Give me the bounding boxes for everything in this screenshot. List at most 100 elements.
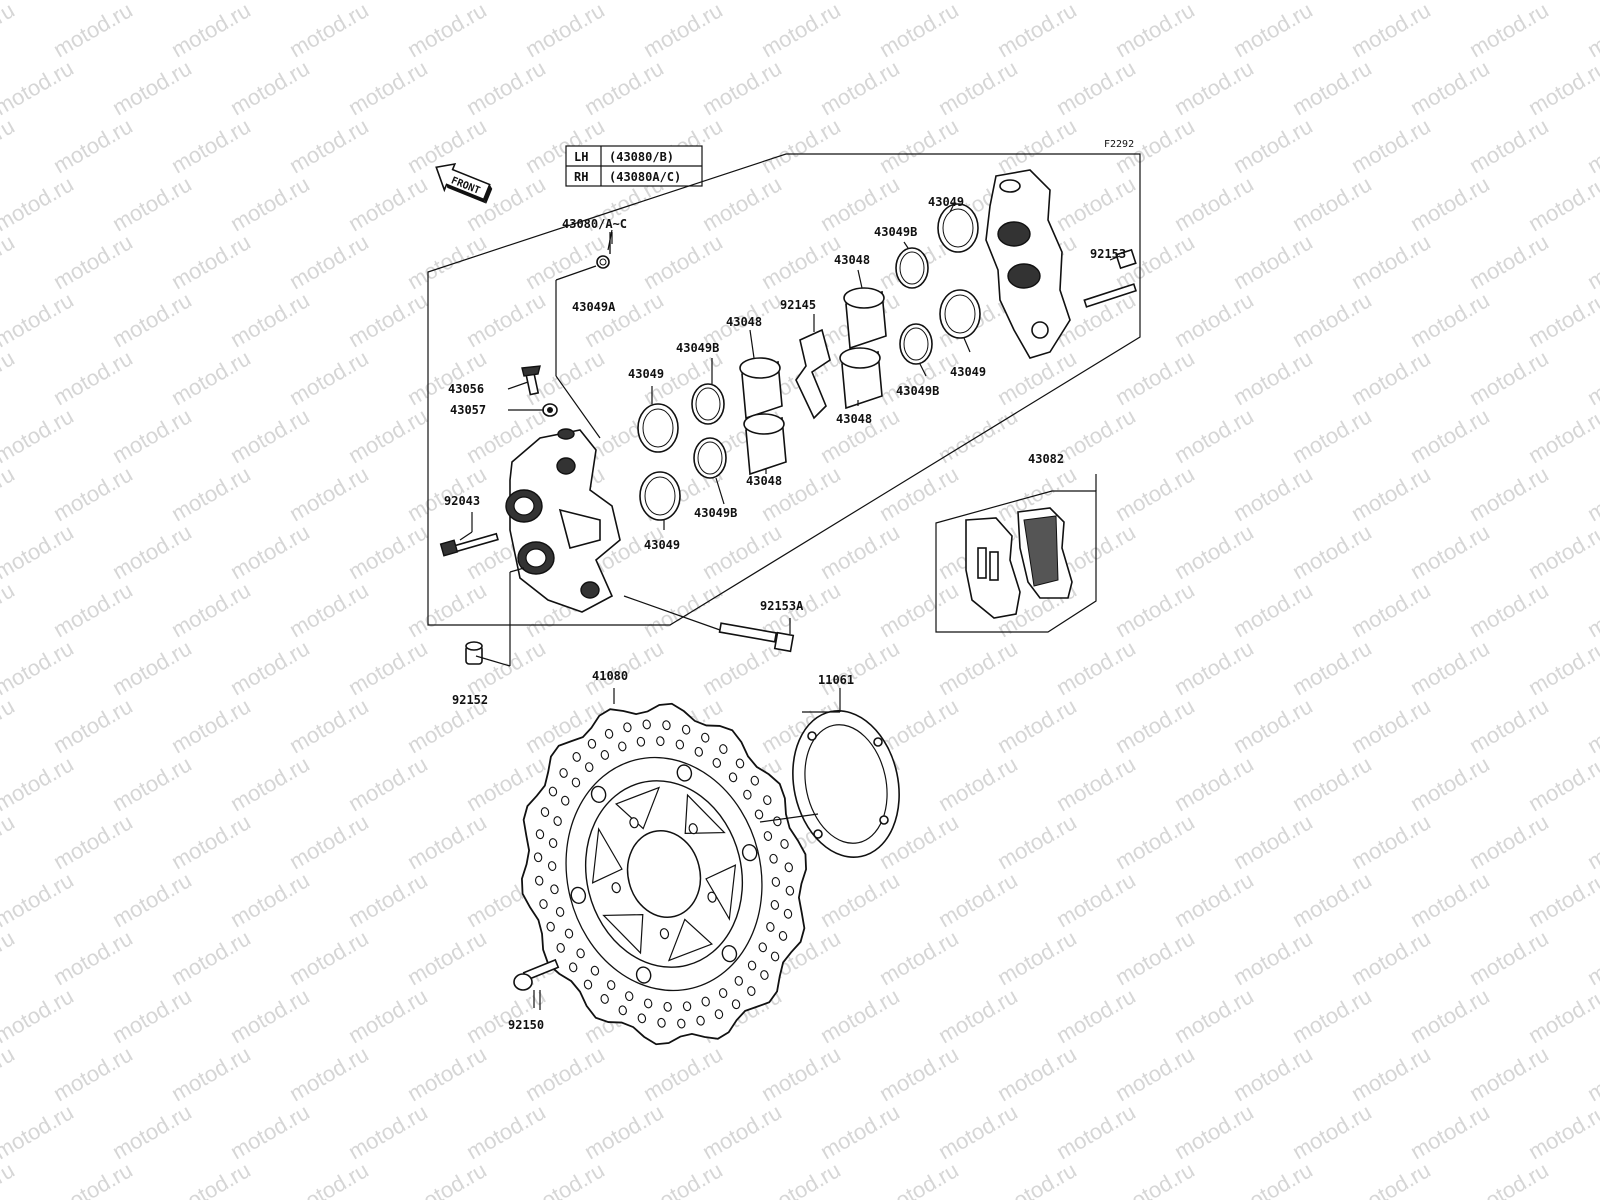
watermark-text: motod.ru (816, 55, 904, 120)
disc-vent-hole (564, 928, 574, 939)
watermark-text: motod.ru (934, 751, 1022, 816)
watermark-text: motod.ru (1406, 751, 1494, 816)
disc-vent-hole (539, 899, 548, 909)
watermark-text: motod.ru (403, 1041, 491, 1106)
side-code-table: LH (43080/B) RH (43080A/C) (565, 145, 703, 187)
disc-vent-hole (663, 1001, 672, 1012)
watermark-text: motod.ru (285, 461, 373, 526)
callout-43056: 43056 (448, 382, 484, 396)
watermark-text: motod.ru (993, 925, 1081, 990)
disc-vent-hole (623, 722, 632, 733)
watermark-text: motod.ru (167, 345, 255, 410)
watermark-text: motod.ru (1347, 345, 1435, 410)
watermark-text: motod.ru (1465, 1157, 1553, 1200)
callout-43049-r2: 43049 (950, 365, 986, 379)
bolt-92153a (718, 622, 795, 653)
disc-vent-hole (561, 795, 570, 806)
disc-vent-hole (559, 768, 568, 778)
watermark-text: motod.ru (1465, 577, 1553, 642)
disc-vent-hole (546, 921, 555, 932)
watermark-text: motod.ru (1229, 925, 1317, 990)
disc-vent-hole (771, 877, 781, 887)
watermark-text: motod.ru (49, 229, 137, 294)
watermark-text: motod.ru (875, 0, 963, 62)
disc-vent-hole (682, 1001, 692, 1012)
disc-vent-hole (604, 728, 614, 739)
watermark-text: motod.ru (49, 925, 137, 990)
watermark-text: motod.ru (757, 229, 845, 294)
disc-vent-hole (747, 960, 757, 971)
watermark-text: motod.ru (993, 113, 1081, 178)
watermark-text: motod.ru (698, 519, 786, 584)
watermark-text: motod.ru (1288, 1099, 1376, 1164)
watermark-text: motod.ru (0, 55, 78, 120)
watermark-text: motod.ru (1229, 345, 1317, 410)
watermark-text: motod.ru (108, 867, 196, 932)
caliper-assembly-outline (427, 153, 1141, 626)
callout-41080: 41080 (592, 669, 628, 683)
disc-vent-hole (763, 795, 772, 806)
watermark-text: motod.ru (344, 519, 432, 584)
watermark-text: motod.ru (0, 1099, 78, 1164)
disc-vent-hole (585, 762, 594, 773)
disc-vent-hole (555, 907, 565, 917)
watermark-text: motod.ru (639, 577, 727, 642)
watermark-text: motod.ru (1347, 0, 1435, 62)
disc-vent-hole (657, 1017, 666, 1028)
disc-spoke-cutout (667, 918, 714, 962)
watermark-text: motod.ru (1288, 751, 1376, 816)
watermark-text: motod.ru (167, 113, 255, 178)
watermark-text: motod.ru (1583, 809, 1600, 874)
watermark-text: motod.ru (344, 403, 432, 468)
callout-92153a: 92153A (760, 599, 804, 613)
watermark-text: motod.ru (580, 55, 668, 120)
watermark-text: motod.ru (1170, 751, 1258, 816)
disc-vent-hole (535, 875, 544, 886)
watermark-text: motod.ru (1465, 0, 1553, 62)
watermark-text: motod.ru (757, 1157, 845, 1200)
watermark-text: motod.ru (816, 635, 904, 700)
watermark-text: motod.ru (639, 1041, 727, 1106)
watermark-text: motod.ru (1583, 345, 1600, 410)
watermark-text: motod.ru (521, 0, 609, 62)
disc-hub-bore (626, 829, 702, 919)
watermark-text: motod.ru (1052, 751, 1140, 816)
watermark-text: motod.ru (1170, 171, 1258, 236)
bleeder-cap (542, 403, 558, 417)
watermark-text: motod.ru (1288, 171, 1376, 236)
watermark-text: motod.ru (1347, 1157, 1435, 1200)
watermark-text: motod.ru (521, 1157, 609, 1200)
watermark-text: motod.ru (285, 809, 373, 874)
watermark-text: motod.ru (1288, 635, 1376, 700)
disc-float-button (741, 843, 758, 862)
disc-vent-hole (731, 999, 741, 1010)
watermark-text: motod.ru (167, 925, 255, 990)
watermark-text: motod.ru (1170, 287, 1258, 352)
callout-92150: 92150 (508, 1018, 544, 1032)
disc-vent-hole (770, 951, 780, 962)
disc-vent-hole (600, 994, 609, 1004)
watermark-text: motod.ru (108, 983, 196, 1048)
watermark-text: motod.ru (226, 519, 314, 584)
gasket-11061 (792, 710, 900, 858)
disc-vent-hole (743, 789, 752, 800)
disc-vent-hole (533, 852, 543, 863)
bolt-92153 (1083, 248, 1137, 308)
watermark-text: motod.ru (1524, 55, 1600, 120)
watermark-text: motod.ru (285, 693, 373, 758)
disc-vent-hole (590, 965, 600, 976)
disc-vent-hole (747, 986, 756, 996)
watermark-text: motod.ru (49, 461, 137, 526)
watermark-text: motod.ru (1229, 577, 1317, 642)
watermark-text: motod.ru (1288, 867, 1376, 932)
watermark-text: motod.ru (1052, 983, 1140, 1048)
callout-43082: 43082 (1028, 452, 1064, 466)
disc-vent-hole (701, 996, 710, 1007)
watermark-text: motod.ru (934, 55, 1022, 120)
disc-vent-hole (763, 831, 773, 841)
pad-spring-92145 (795, 328, 831, 420)
watermark-text: motod.ru (167, 229, 255, 294)
watermark-text: motod.ru (1465, 229, 1553, 294)
watermark-text: motod.ru (344, 1099, 432, 1164)
small-seal-43049a (596, 255, 610, 269)
